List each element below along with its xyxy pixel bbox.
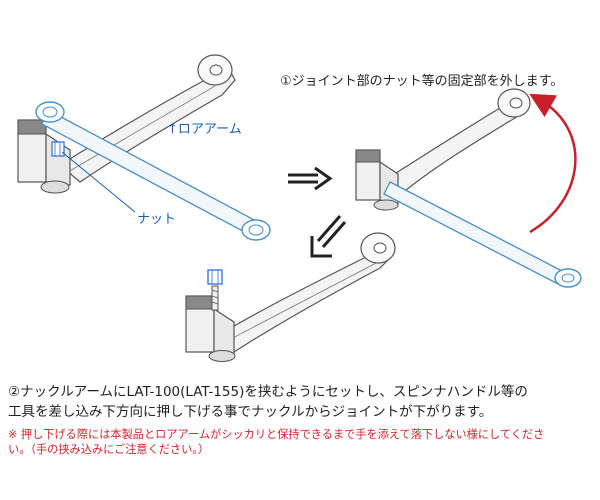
nut-label: ナット <box>137 212 177 227</box>
arrow-right <box>288 166 333 191</box>
castle-nut-removed <box>207 269 223 311</box>
arrow-down-left <box>310 215 347 258</box>
caution-note-line-2: い。（手の挟み込みにご注意ください。） <box>8 443 210 456</box>
lat-tool-bar-2 <box>383 181 582 288</box>
step-2-text-line-1: ②ナックルアームにLAT-100(LAT-155)を挟むようにセットし、スピンナ… <box>8 384 528 400</box>
arm-joint-end-3 <box>360 232 396 264</box>
figure-1-before <box>17 54 271 241</box>
lower-arm-label: ↑ロアアーム <box>167 122 242 137</box>
nut-callout-line <box>61 151 136 213</box>
caution-note-line-1: ※ 押し下げる際には本製品とロアアームがシッカリと保持できるまで手を添えて落下し… <box>8 428 545 441</box>
lat-tool-bar <box>35 101 271 241</box>
step-2-text-line-2: 工具を差し込み下方向に押し下げる事でナックルからジョイントが下がります。 <box>8 404 493 420</box>
knuckle-block-3 <box>185 295 236 362</box>
arm-joint-end-2 <box>497 88 531 118</box>
rotate-arrow <box>529 93 577 234</box>
knuckle-block-2 <box>355 149 399 211</box>
knuckle-block <box>17 119 71 194</box>
nut <box>51 141 65 157</box>
arm-joint-end <box>197 54 233 86</box>
step-1-text: ①ジョイント部のナット等の固定部を外します。 <box>280 74 564 89</box>
figure-2-tool-set <box>355 88 582 288</box>
figure-3-joint-released <box>185 232 396 362</box>
